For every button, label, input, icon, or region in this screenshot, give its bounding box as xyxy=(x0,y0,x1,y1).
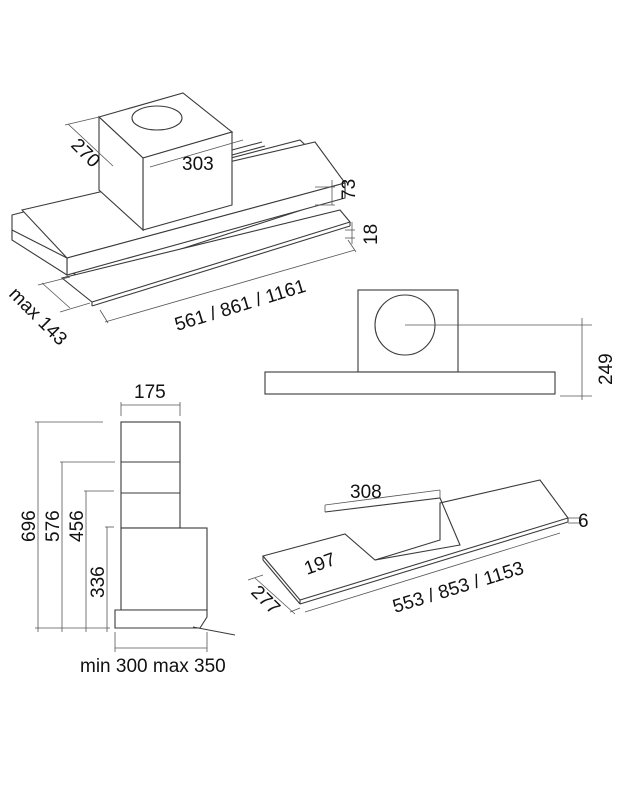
box-height-label: 73 xyxy=(339,179,360,200)
plate-thickness-label: 6 xyxy=(578,511,589,532)
hood-side-view: 249 xyxy=(264,289,617,400)
height-696-label: 696 xyxy=(19,510,40,542)
height-label: 249 xyxy=(596,353,617,385)
width-top-label: 175 xyxy=(134,382,166,403)
depth-label: 270 xyxy=(66,135,103,172)
plate-thickness-label: 18 xyxy=(361,224,382,245)
box-width-label: 303 xyxy=(182,154,214,175)
height-576-label: 576 xyxy=(43,510,64,542)
max-depth-label: max 143 xyxy=(4,284,70,350)
cut-width-label: 308 xyxy=(350,482,382,503)
hood-isometric: 270 303 73 18 max 143 561 / 861 / 1161 xyxy=(4,92,382,350)
height-456-label: 456 xyxy=(67,510,88,542)
hood-profile-view: 175 696 576 456 336 min 300 max 350 xyxy=(19,382,236,677)
height-336-label: 336 xyxy=(88,566,109,598)
base-width-label: min 300 max 350 xyxy=(80,656,226,677)
length-label: 561 / 861 / 1161 xyxy=(172,276,308,336)
plate-depth-label: 277 xyxy=(246,582,283,619)
plate-length-label: 553 / 853 / 1153 xyxy=(390,558,526,618)
cutout-plate-view: 308 197 277 553 / 853 / 1153 6 xyxy=(246,479,589,619)
